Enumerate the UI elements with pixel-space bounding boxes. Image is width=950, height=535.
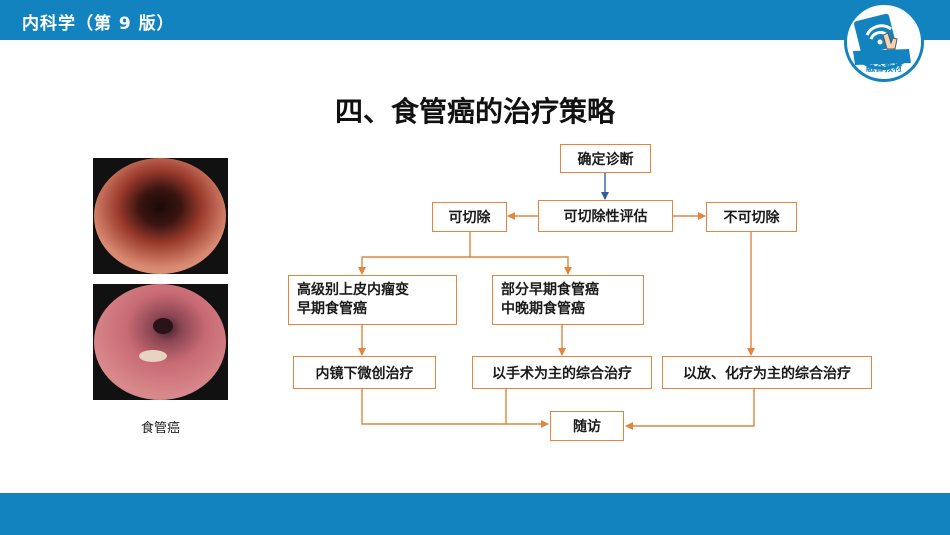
endoscopy-image-lower [93, 284, 228, 400]
chemoradio-treatment-box: 以放、化疗为主的综合治疗 [662, 356, 872, 389]
precancer-box: 高级别上皮内瘤变 早期食管癌 [288, 275, 457, 325]
endoscopic-treatment-box: 内镜下微创治疗 [293, 356, 436, 389]
endoscopy-image-upper [93, 158, 228, 274]
precancer-line1: 高级别上皮内瘤变 [297, 282, 409, 298]
image-caption: 食管癌 [140, 421, 180, 436]
confirm-diagnosis-box: 确定诊断 [560, 144, 651, 173]
textbook-logo: 融合教材 [844, 2, 924, 82]
slide-title: 四、食管癌的治疗策略 [334, 95, 615, 128]
footer-bar [0, 493, 950, 535]
unresectable-box: 不可切除 [706, 202, 797, 232]
partial-line2: 中晚期食管癌 [501, 301, 585, 317]
resectability-assessment-box: 可切除性评估 [538, 200, 673, 232]
logo-text: 融合教材 [865, 64, 902, 74]
arrow-chemoradio-to-followup [625, 389, 755, 430]
header-bar: 内科学（第 9 版） [0, 0, 950, 40]
resectable-box: 可切除 [432, 202, 507, 232]
surgery-treatment-box: 以手术为主的综合治疗 [472, 356, 652, 389]
precancer-line2: 早期食管癌 [297, 301, 367, 317]
wifi-hand-icon [853, 13, 911, 70]
arrow-to-partial [470, 256, 572, 275]
arrow-endoscopic-to-followup [361, 389, 549, 428]
arrow-to-precancer [358, 232, 471, 275]
followup-box: 随访 [550, 411, 624, 441]
partial-early-box: 部分早期食管癌 中晚期食管癌 [492, 275, 644, 325]
partial-line1: 部分早期食管癌 [501, 282, 599, 298]
course-title: 内科学（第 9 版） [22, 14, 175, 34]
